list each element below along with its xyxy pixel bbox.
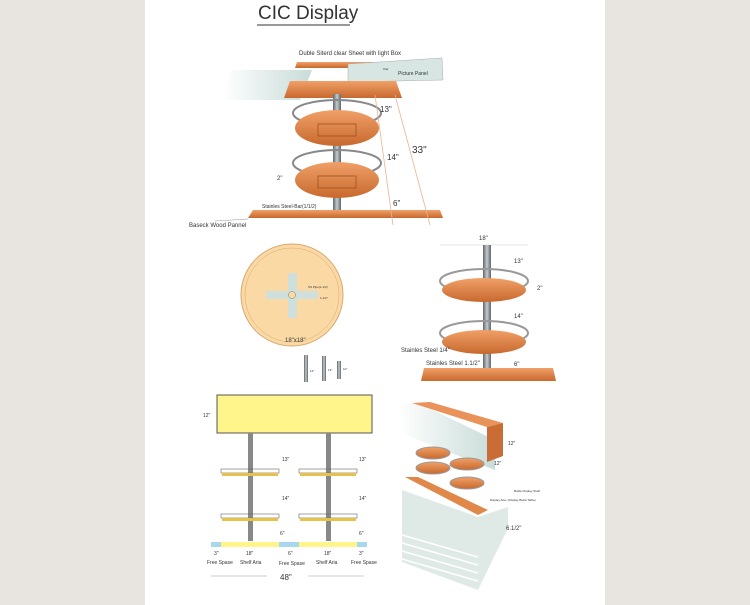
page-title: CIC Display	[258, 3, 359, 24]
upper-tray	[442, 278, 526, 302]
iso-display-table	[402, 490, 508, 590]
dim-6-left: 6"	[280, 531, 285, 537]
bottle-shelf-label: Bottle Display Shelf	[514, 489, 540, 493]
picture-panel-label: Picture Panel	[398, 71, 428, 77]
iso-light-box-front	[398, 403, 495, 470]
depth-dim: 6.1/2"	[506, 526, 521, 532]
segment-label: Free Spase	[207, 560, 233, 566]
side-view: 18" 13" 2" 14" Stainles Steel 1/4" Stain…	[401, 236, 556, 381]
segment-free-space	[357, 542, 367, 547]
isometric-view: 12" 12" Bottle Display Shelf Display Ari…	[398, 402, 540, 590]
dim-12-depth: 12"	[494, 461, 502, 467]
dim-13: 13"	[514, 259, 523, 265]
steel-bar	[333, 94, 341, 212]
rail-label: Stainles Steel 1/4"	[401, 348, 450, 354]
left-pole	[248, 433, 253, 541]
dim-13-right: 13"	[359, 457, 367, 463]
segment-label: Free Spase	[279, 561, 305, 567]
display-area-label: Display Aria- (Display Bulck Table)	[490, 498, 536, 502]
plan-view: SS Pipe(1-1/2) 1-1/2" 18"x18" 14" 13" 10…	[240, 243, 347, 382]
segment-dim: 18"	[324, 551, 332, 557]
segment-labels: 3" Free Spase 18" Shelf Aria 6" Free Spa…	[207, 551, 377, 567]
pipe-10	[337, 361, 341, 379]
dim-2: 2"	[277, 176, 282, 182]
dim-33: 33"	[412, 145, 427, 156]
center-pole	[483, 245, 491, 375]
right-pole	[326, 433, 331, 541]
dim-14-left: 14"	[282, 496, 290, 502]
drawing-sheet	[145, 0, 605, 605]
segment-dim: 3"	[359, 551, 364, 557]
panel-height-dim: 12"	[203, 413, 211, 419]
total-width-dim: 48"	[280, 573, 292, 582]
light-box-bottom	[284, 81, 402, 98]
dim-12-height: 12"	[508, 441, 516, 447]
light-box-label: Duble Siterd clear Sheet with light Box	[299, 51, 401, 57]
segment-dim: 3"	[214, 551, 219, 557]
iso-tray	[449, 457, 485, 471]
segment-shelf-area	[221, 542, 279, 547]
clear-label: Clar	[383, 67, 389, 71]
left-lower-shelf	[222, 518, 278, 521]
picture-panel	[347, 57, 444, 83]
top-tray	[295, 110, 379, 146]
iso-tray	[415, 461, 451, 475]
segment-free-space	[211, 542, 221, 547]
bottom-tray	[295, 162, 379, 198]
dim-14: 14"	[514, 314, 523, 320]
segment-shelf-area	[299, 542, 357, 547]
dim-13: 13"	[380, 105, 392, 114]
dimension-line	[394, 94, 431, 226]
iso-display-top	[405, 477, 488, 515]
pipe-13-label: 13"	[328, 368, 332, 372]
top-perspective-view: Duble Siterd clear Sheet with light Box …	[189, 51, 444, 229]
tray-inset	[317, 123, 357, 137]
front-view: 12" 13" 13" 14" 14" 6" 6" 3" Free Spase …	[203, 394, 377, 582]
iso-light-box-side	[487, 423, 503, 462]
tray-rim	[244, 247, 340, 343]
segment-label: Shelf Aria	[316, 560, 338, 566]
right-lower-shelf	[300, 518, 356, 521]
width-dim: 18"	[479, 236, 488, 242]
pole-label: Stainles Steel 1.1/2"	[426, 361, 480, 367]
pipe-14	[304, 355, 308, 382]
segment-free-space	[279, 542, 299, 547]
light-box-panel	[216, 394, 373, 434]
pipe-dim: 1-1/2"	[320, 296, 328, 300]
base-panel	[421, 368, 556, 381]
dim-2: 2"	[537, 286, 542, 292]
base-wood-panel	[248, 210, 443, 218]
segment-label: Free Spase	[351, 560, 377, 566]
segment-dim: 18"	[246, 551, 254, 557]
dim-6: 6"	[393, 199, 400, 208]
pipe-13	[322, 356, 326, 381]
leader-line	[214, 218, 249, 222]
tray-inset	[317, 175, 357, 189]
tray-size-label: 18"x18"	[285, 338, 306, 344]
segment-label: Shelf Aria	[240, 560, 262, 566]
iso-light-box-top	[412, 402, 503, 427]
dim-14-right: 14"	[359, 496, 367, 502]
pipe-10-label: 10"	[343, 367, 347, 371]
pipe-14-label: 14"	[310, 369, 314, 373]
steel-bar-label: Stainles Steel-Bar(1/1/2)	[262, 204, 317, 210]
dim-14: 14"	[387, 153, 399, 162]
left-upper-shelf	[222, 473, 278, 476]
dimension-line	[374, 94, 394, 226]
iso-tray	[415, 446, 451, 460]
dim-13-left: 13"	[282, 457, 290, 463]
base-panel-label: Baseck Wood Pannel	[189, 223, 246, 229]
iso-table-slats	[401, 534, 479, 582]
iso-tray	[449, 476, 485, 490]
pipe-hole	[288, 291, 296, 299]
right-upper-shelf	[300, 473, 356, 476]
lower-tray	[442, 330, 526, 354]
dim-6-right: 6"	[359, 531, 364, 537]
dim-6: 6"	[514, 362, 519, 368]
segment-dim: 6"	[288, 551, 293, 557]
pipe-label: SS Pipe(1-1/2)	[308, 285, 328, 289]
